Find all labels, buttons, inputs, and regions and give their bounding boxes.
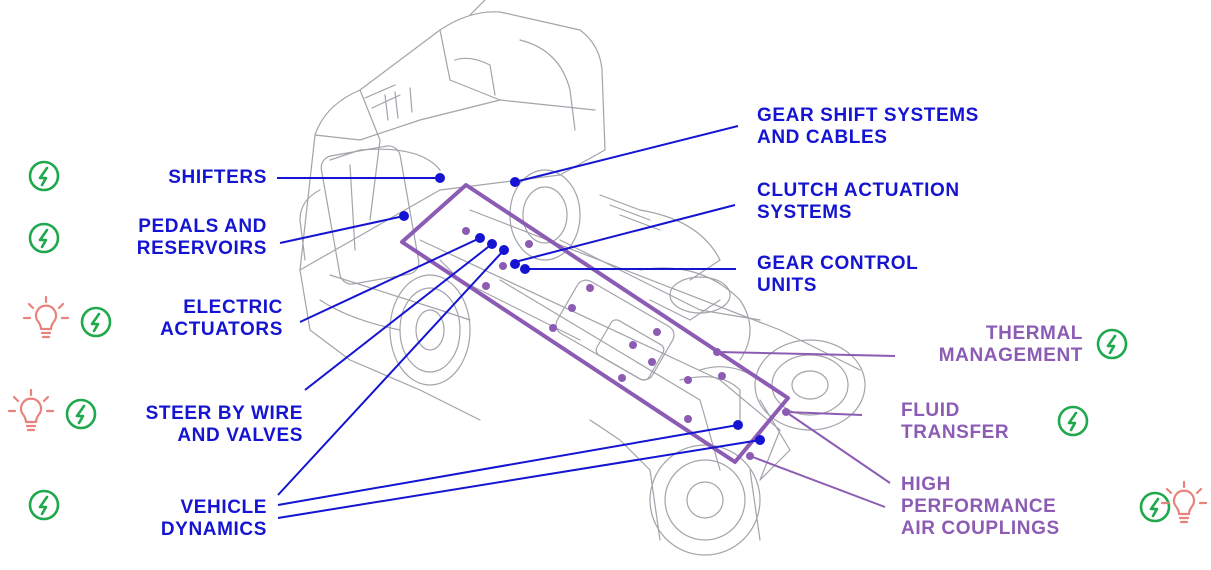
label-fluid-transfer: FLUID TRANSFER	[901, 400, 1010, 443]
leader-steer	[304, 243, 493, 391]
label-electric-actuators: ELECTRIC ACTUATORS	[160, 297, 283, 340]
label-steer-by-wire: STEER BY WIRE AND VALVES	[145, 403, 303, 446]
label-pedals-and-reservoirs: PEDALS AND RESERVOIRS	[136, 216, 267, 259]
leader-thermal	[716, 351, 896, 357]
lightbulb-icon	[1160, 480, 1208, 524]
label-high-performance-air-couplings: HIGH PERFORMANCE AIR COUPLINGS	[901, 474, 1060, 539]
label-gear-shift-systems: GEAR SHIFT SYSTEMS AND CABLES	[757, 105, 979, 148]
lightbulb-icons	[7, 295, 1208, 524]
leader-air-a	[785, 411, 891, 484]
lightbulb-icon	[7, 388, 55, 432]
blue-leader-lines	[277, 125, 761, 519]
leader-fluid	[785, 411, 863, 416]
leader-air-b	[749, 455, 886, 508]
lightning-circle-icon	[80, 306, 112, 338]
system-boundary-box	[400, 183, 790, 464]
lightning-circle-icon	[28, 222, 60, 254]
lightning-circle-icon	[28, 489, 60, 521]
leader-dynamics-b	[277, 424, 739, 506]
lightning-circle-icon	[1096, 328, 1128, 360]
label-vehicle-dynamics: VEHICLE DYNAMICS	[160, 497, 267, 540]
leader-dynamics-c	[277, 439, 761, 519]
label-thermal-management: THERMAL MANAGEMENT	[938, 323, 1083, 366]
purple-leader-lines	[716, 351, 896, 508]
label-gear-control-units: GEAR CONTROL UNITS	[757, 253, 919, 296]
blue-leader-dots	[399, 173, 765, 445]
leader-clutch	[514, 204, 736, 263]
lightning-circle-icon	[1139, 491, 1171, 523]
component-dots	[462, 227, 790, 460]
leader-electric	[299, 237, 481, 323]
leader-dynamics-a	[277, 249, 505, 496]
leader-pedals	[279, 215, 405, 244]
lightbulb-icon	[22, 295, 70, 339]
label-shifters: SHIFTERS	[168, 167, 267, 188]
lightning-icons	[28, 160, 1171, 523]
lightning-circle-icon	[28, 160, 60, 192]
lightning-circle-icon	[1057, 405, 1089, 437]
leader-gear-shift	[514, 125, 739, 183]
lightning-circle-icon	[65, 398, 97, 430]
label-clutch-actuation: CLUTCH ACTUATION SYSTEMS	[757, 180, 960, 223]
